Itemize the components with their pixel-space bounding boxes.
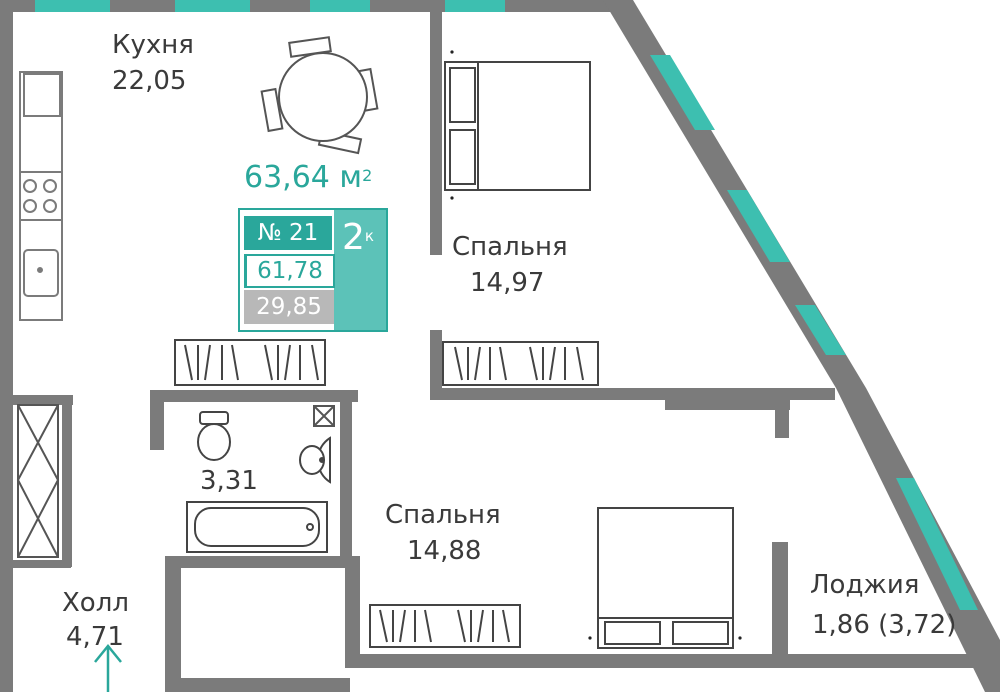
loggia-area: 1,86 (3,72) (812, 610, 957, 640)
ventilation-shaft (313, 405, 335, 427)
hall-area: 4,71 (66, 622, 124, 652)
bedroom-2-area: 14,88 (407, 536, 482, 566)
sink-icon (23, 249, 59, 297)
entrance-arrow-icon (94, 644, 122, 692)
rooms-count: 2к (342, 218, 374, 258)
bed-icon (444, 61, 591, 191)
kitchen-area: 22,05 (112, 66, 187, 96)
bedroom-2-name: Спальня (385, 500, 501, 530)
rooms-count-sup: к (364, 227, 374, 245)
badge-frame (238, 208, 388, 332)
total-area-unit-sup: 2 (362, 166, 373, 185)
total-area-value: 63,64 м (244, 160, 363, 195)
apartment-badge: № 21 2к 61,78 29,85 (238, 208, 388, 332)
bed-icon (597, 507, 734, 649)
marker-dots (450, 50, 742, 640)
wardrobe-icon (442, 341, 599, 386)
rooms-count-bg (334, 208, 386, 330)
living-area: 61,78 (244, 254, 335, 288)
bathroom-area: 3,31 (200, 466, 258, 496)
stove-icon (19, 171, 63, 221)
wardrobe-icon (174, 339, 326, 386)
toilet-icon (197, 411, 231, 461)
total-area: 63,64 м2 (244, 160, 372, 196)
bedroom-1-name: Спальня (452, 232, 568, 262)
kitchen-name: Кухня (112, 30, 194, 60)
hall-closet (16, 404, 60, 558)
apartment-number: № 21 (244, 216, 332, 250)
secondary-area: 29,85 (244, 290, 334, 324)
rooms-count-value: 2 (342, 217, 365, 258)
sink-icon (299, 436, 331, 484)
wardrobe-icon (369, 604, 521, 648)
loggia-name: Лоджия (810, 570, 920, 600)
hall-name: Холл (62, 588, 129, 618)
bathtub-icon (186, 501, 328, 553)
dining-table-icon (260, 36, 379, 155)
kitchen-counter (19, 71, 63, 321)
bedroom-1-area: 14,97 (470, 268, 545, 298)
windows (35, 0, 978, 610)
